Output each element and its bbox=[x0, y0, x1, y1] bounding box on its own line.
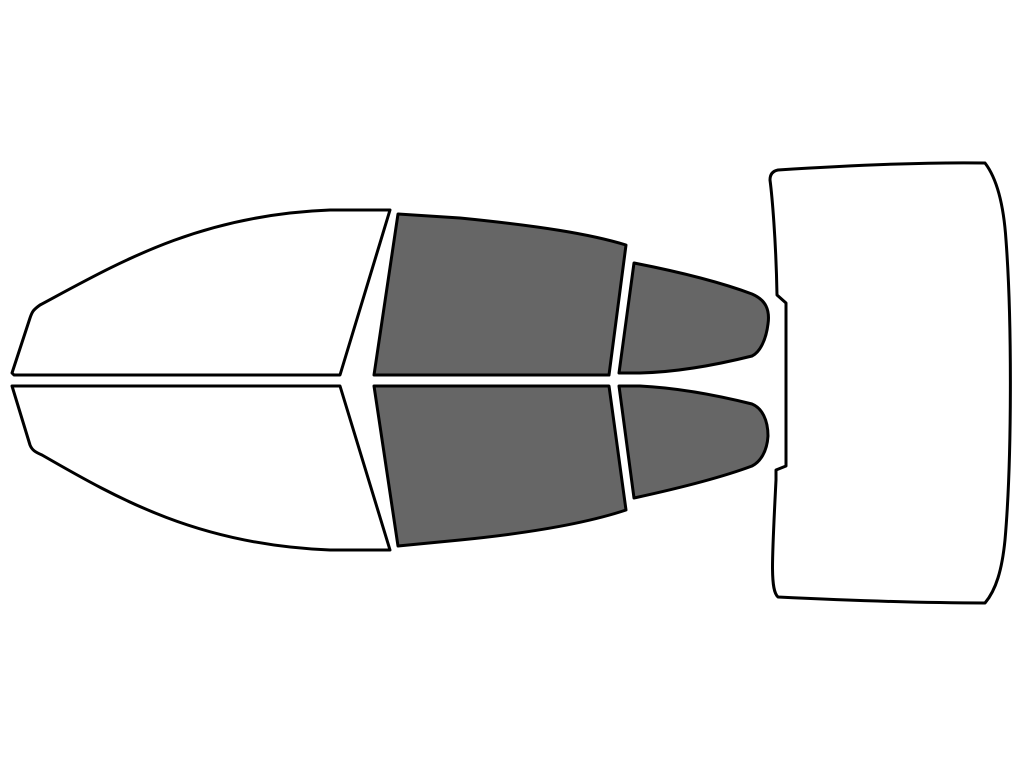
back-window[interactable] bbox=[768, 161, 1012, 605]
front-right-window[interactable] bbox=[10, 384, 392, 552]
rear-quarter-right-window[interactable] bbox=[617, 384, 770, 500]
rear-door-right-window[interactable] bbox=[372, 384, 628, 548]
rear-door-left-window[interactable] bbox=[372, 212, 628, 377]
front-left-window[interactable] bbox=[10, 208, 392, 377]
rear-quarter-left-window[interactable] bbox=[617, 261, 770, 375]
